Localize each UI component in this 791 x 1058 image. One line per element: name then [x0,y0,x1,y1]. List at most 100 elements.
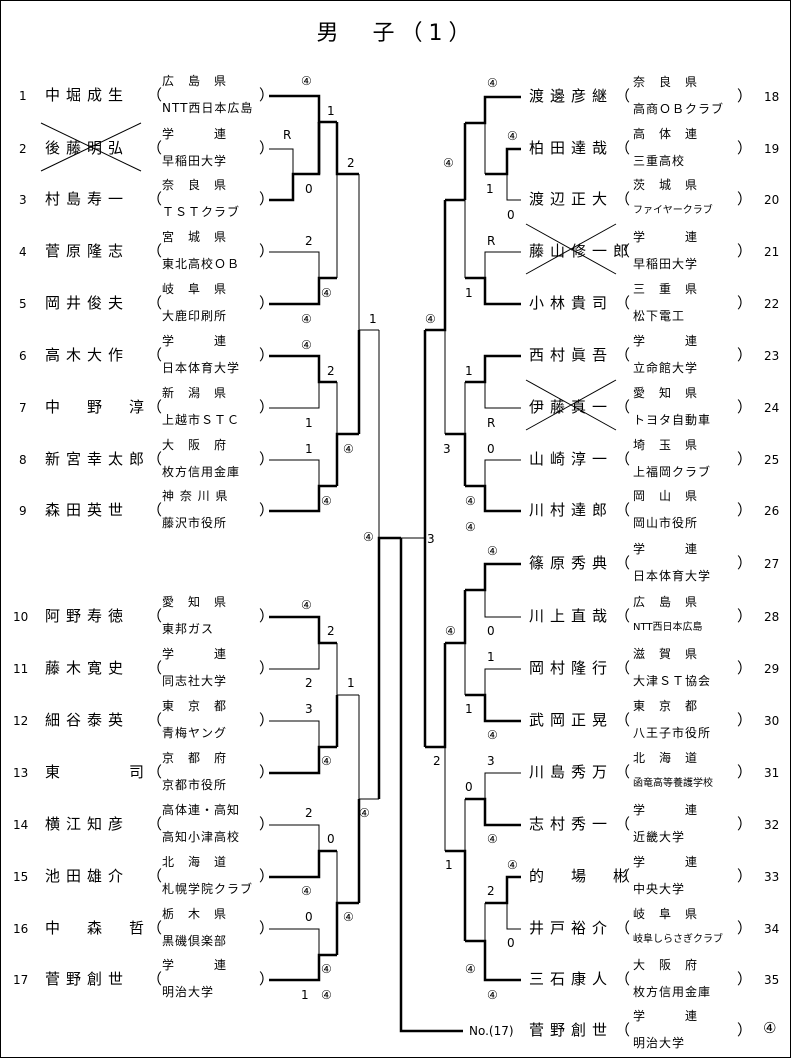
player-name: 川村達郎 [529,501,614,519]
paren-close: ） [737,763,753,781]
player-name: 小林貴司 [529,294,614,312]
player-name: 川上直哉 [529,607,614,625]
match-score: 1 [369,312,377,326]
player-prefecture: 岐 阜 県 [633,907,699,921]
player-name: 岡井俊夫 [45,294,130,312]
bracket-path [485,147,521,176]
player-number: 34 [764,922,780,936]
player-name: 岡村隆行 [529,659,614,677]
match-score: ④ [465,494,476,508]
paren-close: ） [737,711,753,729]
match-score: 0 [507,208,515,222]
paren-open: （ [147,86,163,104]
match-score: 1 [465,364,473,378]
match-score: 2 [327,364,335,378]
paren-close: ） [737,607,753,625]
paren-close: ） [259,867,275,885]
player-prefecture: 茨 城 県 [633,178,699,192]
paren-open: （ [615,450,631,468]
player-club: 岐阜しらさぎクラブ [633,934,723,945]
paren-open: （ [615,919,631,937]
player-number: 1 [19,89,27,103]
match-score: ④ [507,129,518,143]
match-score: ④ [321,754,332,768]
player-name: 村島寿一 [45,190,130,208]
player-name: 細谷泰英 [45,711,130,729]
match-score: 1 [305,416,313,430]
match-score: ④ [487,76,498,90]
bracket-path [425,200,447,332]
paren-close: ） [737,346,753,364]
player-number: 16 [13,922,29,936]
paren-close: ） [737,501,753,519]
paren-close: ） [737,919,753,937]
paren-close: ） [259,190,275,208]
bracket-path [465,693,521,723]
paren-open: （ [147,970,163,988]
player-prefecture: 奈 良 県 [633,75,699,89]
match-score: 1 [327,104,335,118]
player-number: 4 [19,245,27,259]
player-name: 菅原隆志 [45,242,130,260]
player-number: 22 [764,297,780,311]
player-club: 早稲田大学 [162,154,228,168]
match-score: 0 [305,910,313,924]
bracket-path [269,720,320,747]
bracket-path [269,354,337,384]
player-number: 23 [764,349,780,363]
match-score: ④ [425,312,436,326]
match-score: ④ [343,910,354,924]
paren-open: （ [147,501,163,519]
player-name: 的 場 彬 [529,867,635,885]
player-club: 札幌学院クラブ [162,882,254,896]
player-prefecture: 宮 城 県 [162,230,228,244]
paren-open: （ [615,1021,631,1039]
paren-close: ） [259,86,275,104]
paren-open: （ [147,815,163,833]
player-club: 日本体育大学 [633,569,712,583]
match-score: ④ [359,806,370,820]
player-prefecture: 滋 賀 県 [633,647,699,661]
bracket-path [465,95,521,125]
player-club: 青梅ヤング [162,726,228,740]
bracket-path [269,251,320,278]
paren-open: （ [615,711,631,729]
player-prefecture: 学 連 [162,647,228,661]
match-score: ④ [301,74,312,88]
match-score: R [487,416,496,430]
match-score: 2 [433,754,441,768]
match-score: 1 [347,676,355,690]
bracket-path [399,538,463,1033]
player-prefecture: 京 都 府 [162,751,228,765]
paren-close: ） [737,398,753,416]
paren-close: ） [259,607,275,625]
player-name: 中 野 淳 [45,398,151,416]
player-club: 高商ＯＢクラブ [633,102,725,116]
bracket-path [485,875,521,905]
paren-close: ） [259,450,275,468]
player-number: 24 [764,401,780,415]
player-club: 早稲田大学 [633,257,699,271]
player-prefecture: 奈 良 県 [162,178,228,192]
match-score: 1 [305,442,313,456]
match-score: 3 [487,754,495,768]
player-number: 15 [13,870,29,884]
bracket-path [484,251,521,278]
bracket-path [445,849,467,941]
match-score: 0 [507,936,515,950]
bracket-path [484,772,521,799]
player-name: 篠原秀典 [529,554,614,572]
bracket-path [269,459,320,486]
player-number: 35 [764,973,780,987]
bracket-path [269,643,320,670]
player-number: 21 [764,245,780,259]
match-score: 0 [465,780,473,794]
player-club: NTT西日本広島 [633,622,703,633]
paren-open: （ [147,763,163,781]
player-prefecture: 大 阪 府 [633,958,699,972]
paren-close: ） [259,398,275,416]
player-name: 藤山修一郎 [529,242,635,260]
player-prefecture: 岐 阜 県 [162,282,228,296]
player-club: 大鹿印刷所 [162,309,228,323]
player-name: 渡邊彦継 [529,87,614,105]
